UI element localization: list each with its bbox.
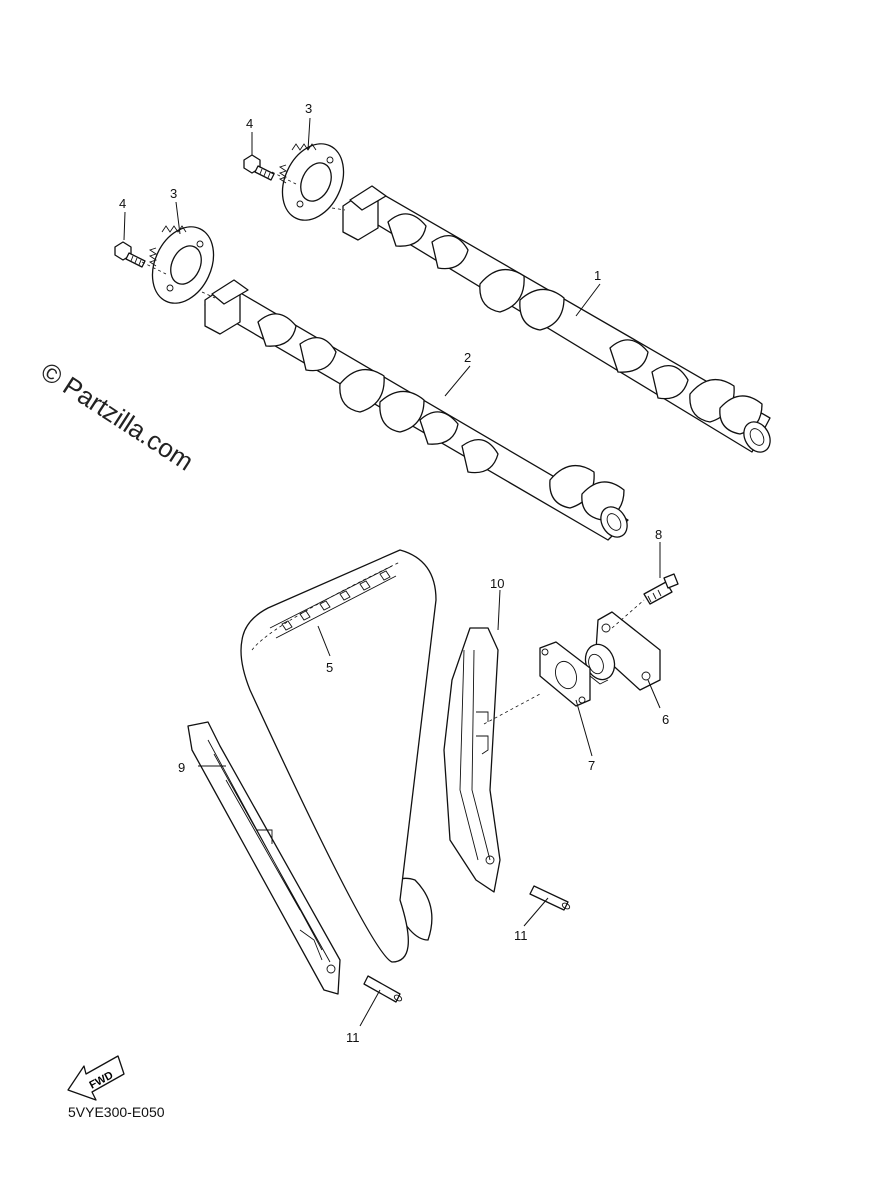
camshaft-2[interactable] (204, 279, 632, 542)
callout-11-left: 11 (346, 1030, 360, 1045)
guide-pin-right[interactable] (529, 885, 571, 911)
callout-10: 10 (490, 576, 504, 591)
tensioner-bolt[interactable] (643, 573, 679, 605)
callout-3-upper: 3 (305, 101, 312, 116)
callout-1: 1 (594, 268, 601, 283)
callout-11-right: 11 (514, 928, 528, 943)
callout-9: 9 (178, 760, 185, 775)
chain-guide-exhaust[interactable] (187, 721, 341, 995)
sprocket-bolt-lower[interactable] (114, 241, 146, 268)
callout-4-lower: 4 (119, 196, 126, 211)
forward-arrow-icon: FWD (67, 1055, 125, 1101)
sprocket-bolt-upper[interactable] (243, 154, 275, 181)
callout-4-upper: 4 (246, 116, 253, 131)
cam-sprocket-upper[interactable] (271, 134, 356, 230)
tensioner-gasket[interactable] (539, 641, 591, 707)
timing-chain[interactable] (240, 549, 437, 963)
chain-guide-intake[interactable] (443, 627, 501, 893)
chain-tensioner[interactable] (581, 611, 661, 691)
callout-2: 2 (464, 350, 471, 365)
camshaft-1[interactable] (342, 185, 775, 457)
leader-lines (123, 117, 661, 1027)
diagram-code: 5VYE300-E050 (68, 1104, 165, 1120)
callout-3-lower: 3 (170, 186, 177, 201)
callout-6: 6 (662, 712, 669, 727)
guide-pin-left[interactable] (363, 975, 403, 1003)
callout-5: 5 (326, 660, 333, 675)
callout-8: 8 (655, 527, 662, 542)
callout-7: 7 (588, 758, 595, 773)
cam-sprocket-lower[interactable] (141, 217, 226, 313)
